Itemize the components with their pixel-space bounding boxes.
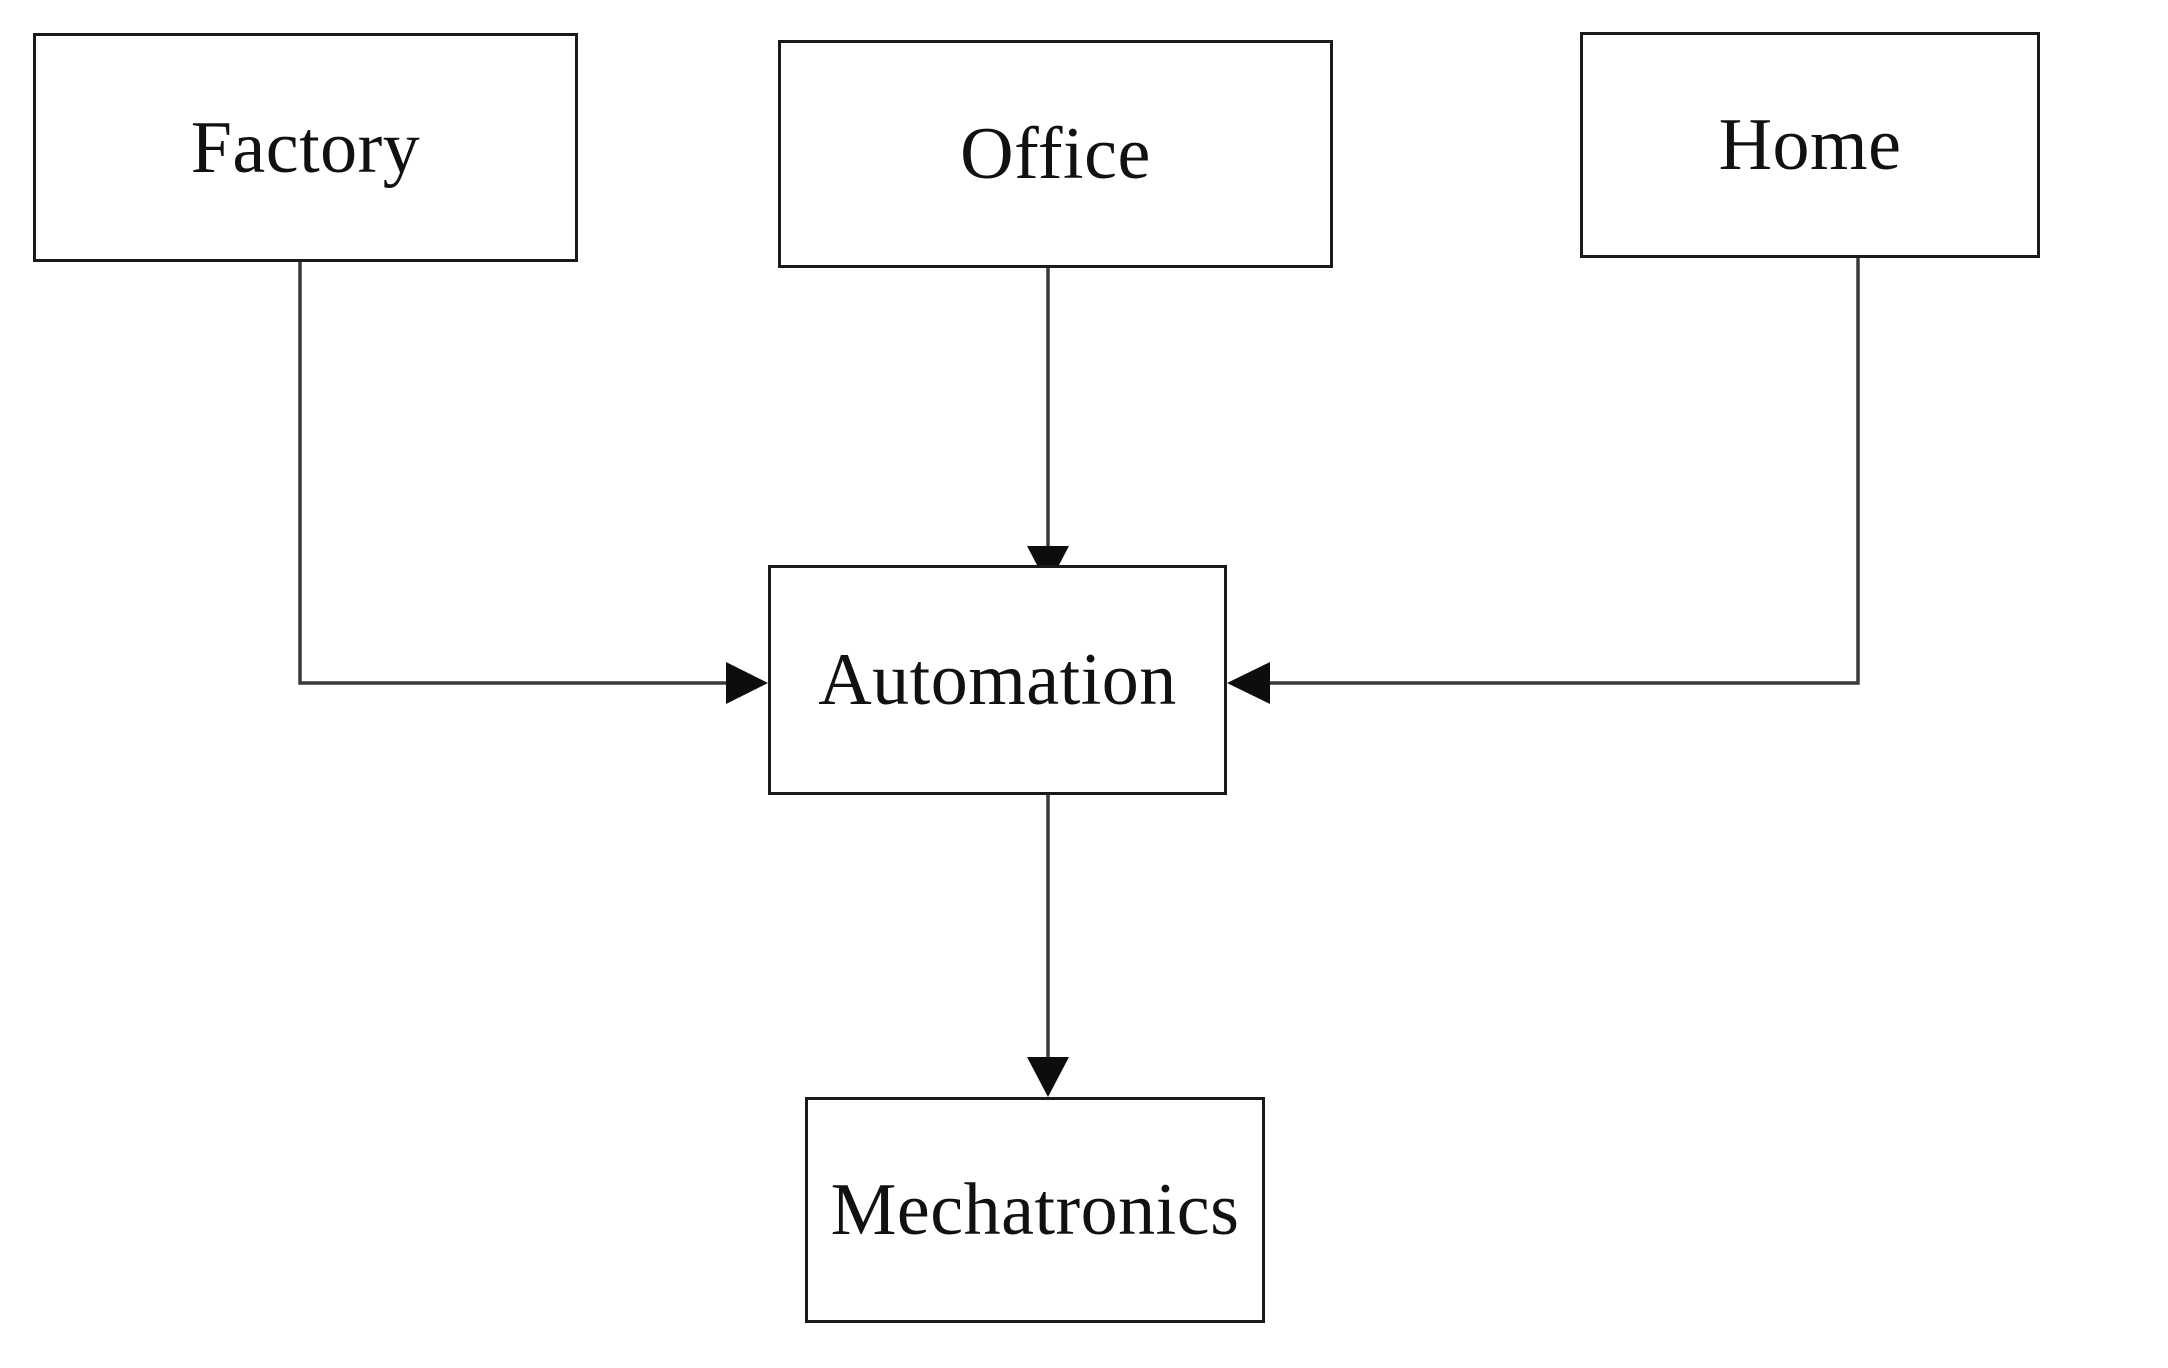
node-mechatronics[interactable]: Mechatronics <box>805 1097 1265 1323</box>
edge-factory-to-automation <box>298 262 768 704</box>
node-automation[interactable]: Automation <box>768 565 1227 795</box>
node-mechatronics-label: Mechatronics <box>830 1169 1240 1251</box>
node-automation-label: Automation <box>818 639 1177 721</box>
edge-office-to-automation <box>1027 268 1069 586</box>
node-home-label: Home <box>1718 104 1902 186</box>
edge-automation-to-mechatronics <box>1027 795 1069 1097</box>
arrowhead-down-icon <box>1027 1057 1069 1097</box>
node-home[interactable]: Home <box>1580 32 2040 258</box>
arrowhead-right-icon <box>726 662 768 704</box>
edge-factory-line <box>298 262 726 685</box>
arrowhead-left-icon <box>1227 662 1270 704</box>
node-factory-label: Factory <box>190 106 421 189</box>
node-office[interactable]: Office <box>778 40 1333 268</box>
edge-home-to-automation <box>1227 258 1860 704</box>
edge-home-line <box>1270 258 1860 685</box>
node-factory[interactable]: Factory <box>33 33 578 262</box>
node-office-label: Office <box>960 113 1151 195</box>
